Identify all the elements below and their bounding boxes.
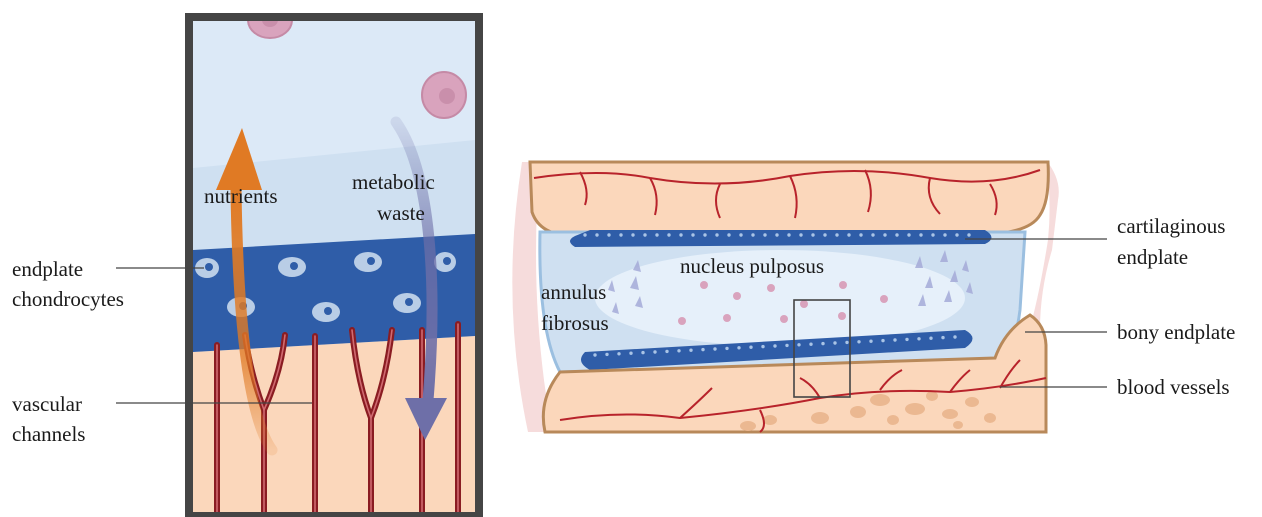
endplate-dot [689,349,692,352]
endplate-dot [761,345,764,348]
annulus-fibrosus-label-line1: annulus [541,280,606,304]
endplate-dot [607,233,610,236]
endplate-dot [869,340,872,343]
cartilaginous-endplate-label-line1: cartilaginous [1117,214,1225,238]
endplate-dot [737,346,740,349]
endplate-dot [835,233,838,236]
endplate-dot [641,351,644,354]
endplate-dot [679,233,682,236]
endplate-dot [787,233,790,236]
endplate-dot [703,233,706,236]
endplate-dot [785,344,788,347]
endplate-dot [943,233,946,236]
endplate-dot [691,233,694,236]
endplate-dot [847,233,850,236]
endplate-dot [619,233,622,236]
endplate-dot [773,344,776,347]
annulus-fibrosus-label-line2: fibrosus [541,311,609,335]
endplate-dot [667,233,670,236]
endplate-dot [775,233,778,236]
endplate-dot [629,352,632,355]
endplate-dot [751,233,754,236]
endplate-dot [593,353,596,356]
endplate-dot [941,336,944,339]
endplate-dot [583,233,586,236]
endplate-dot [727,233,730,236]
endplate-dot [821,342,824,345]
endplate-dot [653,350,656,353]
endplate-dot [749,346,752,349]
endplate-dot [833,341,836,344]
metabolic-waste-label-line2: waste [377,201,425,225]
endplate-chondrocytes-label-line1: endplate [12,257,83,281]
nucleus-cell [422,72,466,118]
endplate-dot [845,341,848,344]
endplate-dot [655,233,658,236]
endplate-dot [967,233,970,236]
vascular-channels-label-line1: vascular [12,392,82,416]
blood-vessels-label: blood vessels [1117,375,1230,399]
endplate-dot [665,350,668,353]
endplate-dot [871,233,874,236]
endplate-dot [677,349,680,352]
metabolic-waste-label-line1: metabolic [352,170,435,194]
endplate-dot [725,347,728,350]
endplate-dot [713,347,716,350]
endplate-dot [797,343,800,346]
endplate-dot [907,233,910,236]
endplate-dot [605,353,608,356]
nutrients-label: nutrients [204,184,278,208]
endplate-dot [895,233,898,236]
endplate-dot [953,335,956,338]
bony-endplate-label: bony endplate [1117,320,1235,344]
endplate-chondrocytes-label-line2: chondrocytes [12,287,124,311]
nucleus-pulposus-label: nucleus pulposus [680,254,824,278]
vascular-channels-label-line2: channels [12,422,85,446]
endplate-dot [859,233,862,236]
endplate-dot [617,352,620,355]
endplate-dot [881,339,884,342]
endplate-dot [931,233,934,236]
left-panel: nutrients metabolic waste endplate chond… [12,2,479,516]
endplate-dot [917,337,920,340]
endplate-dot [631,233,634,236]
right-panel: nucleus pulposus annulus fibrosus cartil… [512,160,1235,432]
endplate-dot [857,340,860,343]
endplate-dot [763,233,766,236]
endplate-dot [739,233,742,236]
cartilaginous-endplate-label-line2: endplate [1117,245,1188,269]
endplate-dot [715,233,718,236]
endplate-dot [811,233,814,236]
endplate-dot [823,233,826,236]
endplate-dot [883,233,886,236]
endplate-dot [799,233,802,236]
endplate-dot [893,338,896,341]
endplate-dot [929,337,932,340]
endplate-dot [701,348,704,351]
endplate-dot [919,233,922,236]
endplate-dot [643,233,646,236]
endplate-dot [955,233,958,236]
endplate-dot [905,338,908,341]
endplate-dot [809,343,812,346]
endplate-dot [595,233,598,236]
